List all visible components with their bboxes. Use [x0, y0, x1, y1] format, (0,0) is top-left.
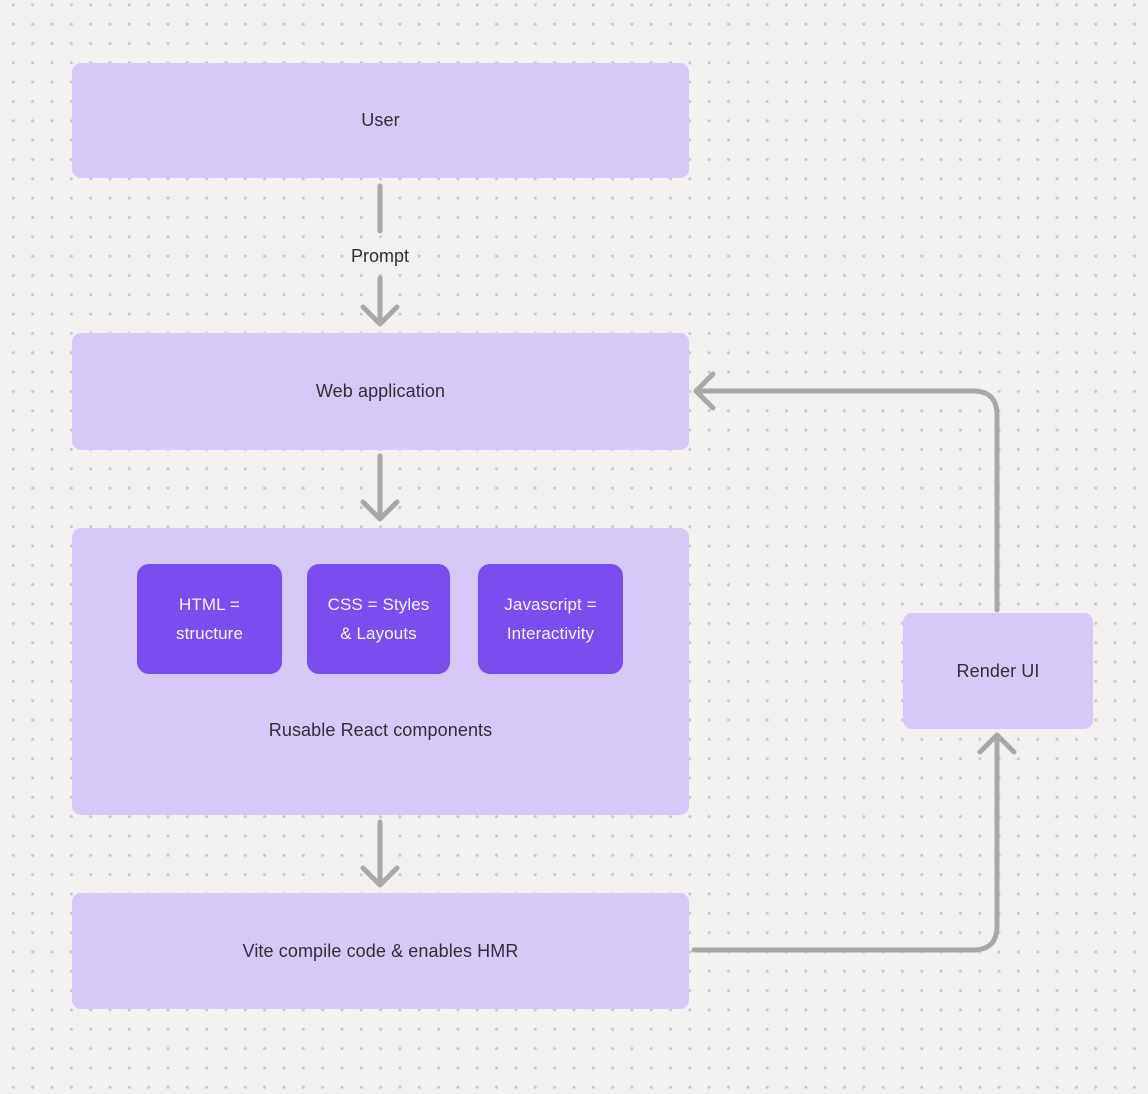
node-components-group: HTML = structure CSS = Styles & Layouts … [72, 528, 689, 815]
arrowhead-down-user-to-webapp [360, 304, 400, 327]
edge-label-prompt: Prompt [350, 246, 410, 266]
edge-render-ui-to-webapp [698, 388, 1000, 613]
edge-vite-to-render-ui [691, 738, 1000, 953]
arrowhead-left-render-ui-to-webapp [693, 371, 716, 411]
node-vite-label: Vite compile code & enables HMR [242, 940, 519, 961]
node-html-structure-line1: HTML = [179, 595, 240, 614]
node-css-styles: CSS = Styles & Layouts [307, 564, 450, 674]
node-javascript-interactivity-line1: Javascript = [504, 595, 597, 614]
node-render-ui: Render UI [903, 613, 1093, 729]
node-html-structure-line2: structure [175, 624, 244, 643]
node-user-label: User [361, 110, 400, 130]
node-vite: Vite compile code & enables HMR [72, 893, 689, 1009]
arrowhead-down-webapp-to-components [360, 499, 400, 522]
node-web-application-label: Web application [315, 381, 446, 401]
node-javascript-interactivity: Javascript = Interactivity [478, 564, 623, 674]
node-css-styles-line2: & Layouts [340, 624, 417, 643]
node-web-application: Web application [72, 333, 689, 450]
arrowhead-up-vite-to-render-ui [977, 732, 1017, 755]
arrowhead-down-components-to-vite [360, 865, 400, 888]
node-javascript-interactivity-line2: Interactivity [506, 624, 595, 643]
node-html-structure: HTML = structure [137, 564, 282, 674]
node-user: User [72, 63, 689, 178]
components-group-caption: Rusable React components [268, 720, 493, 740]
node-css-styles-line1: CSS = Styles [327, 595, 430, 614]
node-render-ui-label: Render UI [956, 660, 1040, 681]
